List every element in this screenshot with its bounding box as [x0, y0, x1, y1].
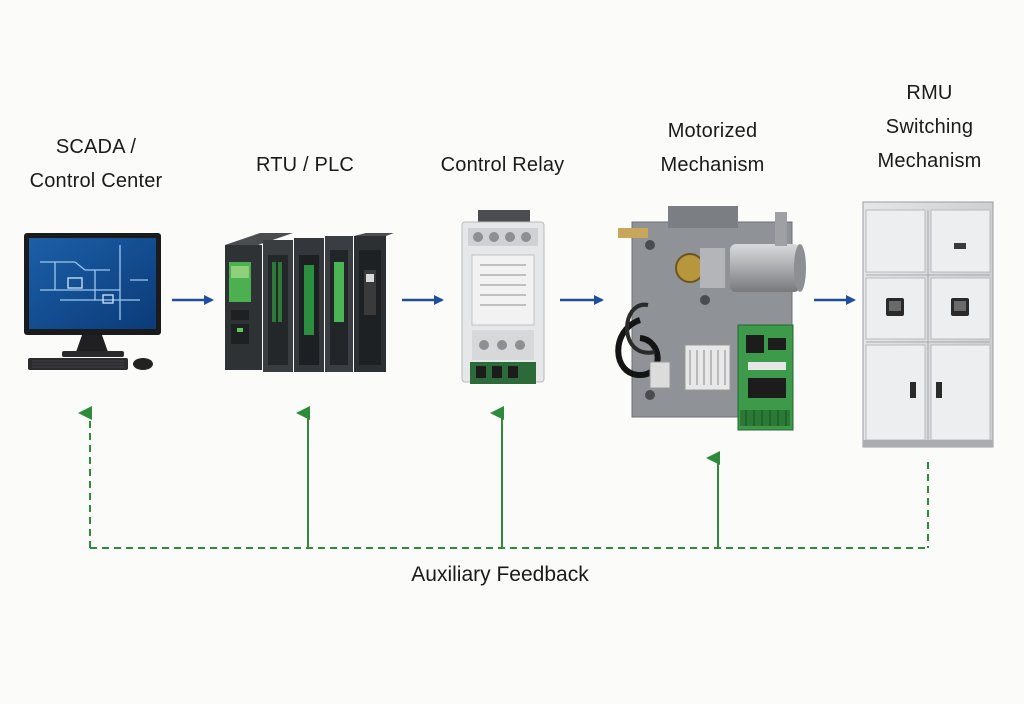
node-label-line: RTU / PLC	[255, 154, 355, 176]
node-label-relay: Control Relay	[405, 148, 600, 182]
node-label-scada: SCADA / Control Center	[0, 130, 192, 198]
node-label-line: RMU	[906, 82, 953, 104]
feedback-loop	[78, 406, 929, 549]
node-label-line: SCADA /	[55, 136, 137, 158]
node-label-line: Switching	[885, 116, 974, 138]
node-label-line: Mechanism	[660, 154, 765, 176]
rtu-plc-icon	[225, 233, 394, 372]
node-label-rmu: RMU Switching Mechanism	[842, 76, 1017, 178]
node-label-rtu: RTU / PLC	[210, 148, 400, 182]
scada-computer-icon	[24, 233, 161, 370]
motorized-mechanism-icon	[615, 206, 806, 431]
node-label-line: Control Center	[29, 170, 163, 192]
rmu-switchgear-icon	[862, 201, 994, 448]
node-label-motor: Motorized Mechanism	[605, 114, 820, 182]
node-label-line: Mechanism	[877, 150, 982, 172]
control-relay-icon	[461, 210, 545, 384]
node-label-line: Control Relay	[440, 154, 565, 176]
feedback-label: Auxiliary Feedback	[411, 563, 589, 586]
node-label-line: Motorized	[667, 120, 758, 142]
